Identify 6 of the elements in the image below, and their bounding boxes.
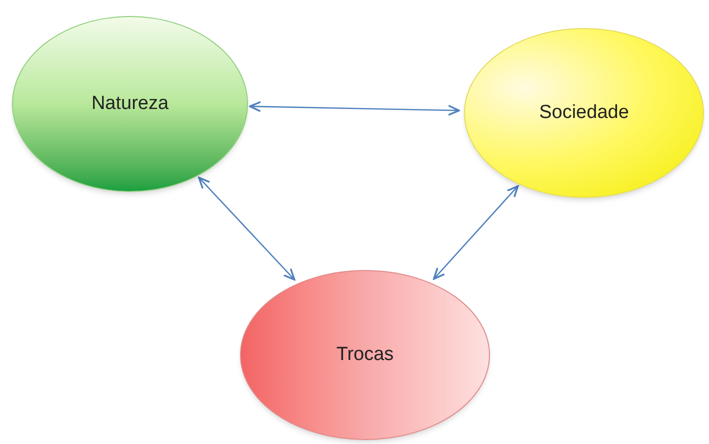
double-arrow <box>198 176 296 281</box>
node-label: Trocas <box>336 342 394 367</box>
node-label: Sociedade <box>539 100 629 125</box>
double-arrow <box>249 101 460 116</box>
double-arrow <box>433 185 519 280</box>
node-label: Natureza <box>91 92 169 116</box>
